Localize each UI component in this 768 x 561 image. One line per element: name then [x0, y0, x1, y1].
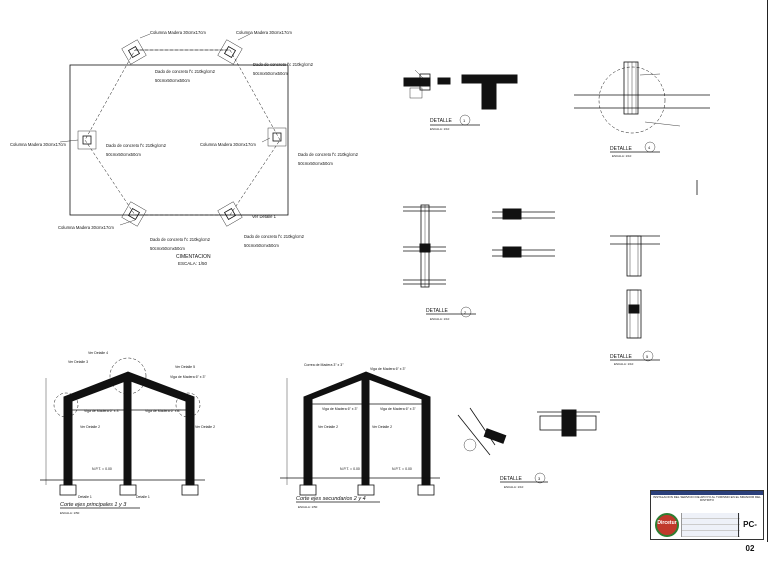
detail-3: DETALLE 3 ESCALA: 1/10 — [457, 407, 600, 489]
section-1-title: Corte ejes principales 1 y 3 — [60, 502, 127, 508]
detail-4: DETALLE 4 ESCALA: 1/10 — [574, 61, 710, 195]
detalle-5-scale: ESCALA: 1/10 — [614, 362, 634, 366]
detalle-2-number: 2 — [464, 310, 467, 315]
sheet-code: PC-02 — [738, 513, 761, 553]
s1-ver-detalle-4: Ver Detalle 4 — [88, 351, 108, 355]
label-dado-b1: Dado de concreto f'c 210kg/cm2 — [253, 62, 314, 67]
s1-ver-detalle-5: Ver Detalle 5 — [175, 365, 195, 369]
label-dado-c1: Dado de concreto f'c 210kg/cm2 — [106, 143, 167, 148]
cad-drawing: Columna Madera 30cmx17cm Columna Madera … — [10, 30, 710, 515]
drawing-sheet: Columna Madera 30cmx17cm Columna Madera … — [10, 0, 768, 553]
s2-ver-detalle-2a: Ver Detalle 2 — [318, 425, 338, 429]
detalle-2-title: DETALLE — [426, 308, 449, 314]
s2-viga-2: Viga de Madera 6" x 3" — [322, 407, 358, 411]
detalle-1-scale: ESCALA: 1/10 — [430, 127, 450, 131]
hexagon-outline — [84, 49, 281, 216]
footing-right — [267, 127, 287, 147]
s1-viga-2: Viga de Madera 6" x 3" — [84, 409, 120, 413]
footing-bottom-right — [217, 201, 243, 227]
project-title: INSTALACION DEL SERVICIO DE APOYO AL TUR… — [653, 496, 761, 503]
detalle-5-number: 5 — [646, 354, 649, 359]
section-2-scale: ESCALA: 1/50 — [298, 505, 318, 509]
detalle-3-title: DETALLE — [500, 476, 523, 482]
foundation-title: CIMENTACION — [176, 254, 211, 260]
footing-top-left — [121, 39, 147, 65]
detalle-1-number: 1 — [463, 118, 466, 123]
s1-viga-3: Viga de Madera 6" x 3" — [145, 409, 181, 413]
detalle-3-number: 3 — [538, 476, 541, 481]
s1-viga-1: Viga de Madera 6" x 3" — [170, 375, 206, 379]
label-col-bottom-left: Columna Madera 30cmx17cm — [58, 225, 114, 230]
label-col-top-right: Columna Madera 30cmx17cm — [236, 30, 292, 35]
s2-correa: Correa de Madera 3" x 3" — [304, 363, 344, 367]
title-block-info — [681, 513, 740, 537]
s1-npt: N.P.T. = 0.00 — [92, 467, 112, 471]
foundation-scale: ESCALA: 1/50 — [178, 261, 208, 266]
title-block: INSTALACION DEL SERVICIO DE APOYO AL TUR… — [650, 490, 764, 553]
label-dado-d1: Dado de concreto f'c 210kg/cm2 — [298, 152, 359, 157]
detalle-2-scale: ESCALA: 1/10 — [430, 317, 450, 321]
label-dado-e2: 50cmx50cmx50cm — [150, 246, 185, 251]
s2-viga-1: Viga de Madera 6" x 3" — [370, 367, 406, 371]
footing-bottom-left — [121, 201, 147, 227]
label-dado-f2: 50cmx50cmx50cm — [244, 243, 279, 248]
section-1-scale: ESCALA: 1/50 — [60, 511, 80, 515]
s2-npt-a: N.P.T. = 0.00 — [340, 467, 360, 471]
s1-ver-detalle-2b: Ver Detalle 2 — [195, 425, 215, 429]
s1-ver-detalle-3: Ver Detalle 3 — [68, 360, 88, 364]
detail-2: DETALLE 2 ESCALA: 1/10 — [403, 204, 555, 321]
section-2-title: Corte ejes secundarios 2 y 4 — [296, 496, 366, 502]
s2-npt-b: N.P.T. = 0.00 — [392, 467, 412, 471]
label-col-top-left: Columna Madera 30cmx17cm — [150, 30, 206, 35]
section-secondary: Correa de Madera 3" x 3" Viga de Madera … — [280, 363, 440, 509]
plan-outline — [69, 64, 289, 216]
s1-ver-detalle-2a: Ver Detalle 2 — [80, 425, 100, 429]
label-dado-d2: 50cmx50cmx50cm — [298, 161, 333, 166]
label-dado-a1: Dado de concreto f'c 210kg/cm2 — [155, 69, 216, 74]
title-block-band — [651, 491, 763, 495]
detalle-4-scale: ESCALA: 1/10 — [612, 154, 632, 158]
label-dado-e1: Dado de concreto f'c 210kg/cm2 — [150, 237, 211, 242]
s1-detalle-1a: Detalle 1 — [78, 495, 92, 499]
detail-5: DETALLE 5 ESCALA: 1/10 — [610, 235, 660, 366]
label-dado-f1: Dado de concreto f'c 210kg/cm2 — [244, 234, 305, 239]
detalle-4-number: 4 — [648, 145, 651, 150]
detalle-4-title: DETALLE — [610, 146, 633, 152]
label-dado-b2: 50cmx50cmx50cm — [253, 71, 288, 76]
label-dado-a2: 50cmx50cmx50cm — [155, 78, 190, 83]
label-col-right: Columna Madera 30cmx17cm — [200, 142, 256, 147]
footing-top-right — [217, 39, 243, 65]
foundation-plan: Columna Madera 30cmx17cm Columna Madera … — [10, 30, 359, 266]
s2-ver-detalle-2b: Ver Detalle 2 — [372, 425, 392, 429]
s1-detalle-1b: Detalle 1 — [136, 495, 150, 499]
detail-1: DETALLE 1 ESCALA: 1/10 — [403, 69, 518, 131]
footing-left — [77, 130, 97, 150]
detalle-3-scale: ESCALA: 1/10 — [504, 485, 524, 489]
label-dado-c2: 50cmx50cmx50cm — [106, 152, 141, 157]
detalle-1-title: DETALLE — [430, 118, 453, 124]
detalle-5-title: DETALLE — [610, 354, 633, 360]
logo: Dircetur — [655, 513, 679, 537]
s2-viga-3: Viga de Madera 6" x 3" — [380, 407, 416, 411]
label-ver-detalle: Ver Detalle 1 — [252, 214, 277, 219]
section-principal: Ver Detalle 4 Ver Detalle 3 Ver Detalle … — [40, 351, 215, 515]
label-col-left: Columna Madera 30cmx17cm — [10, 142, 66, 147]
